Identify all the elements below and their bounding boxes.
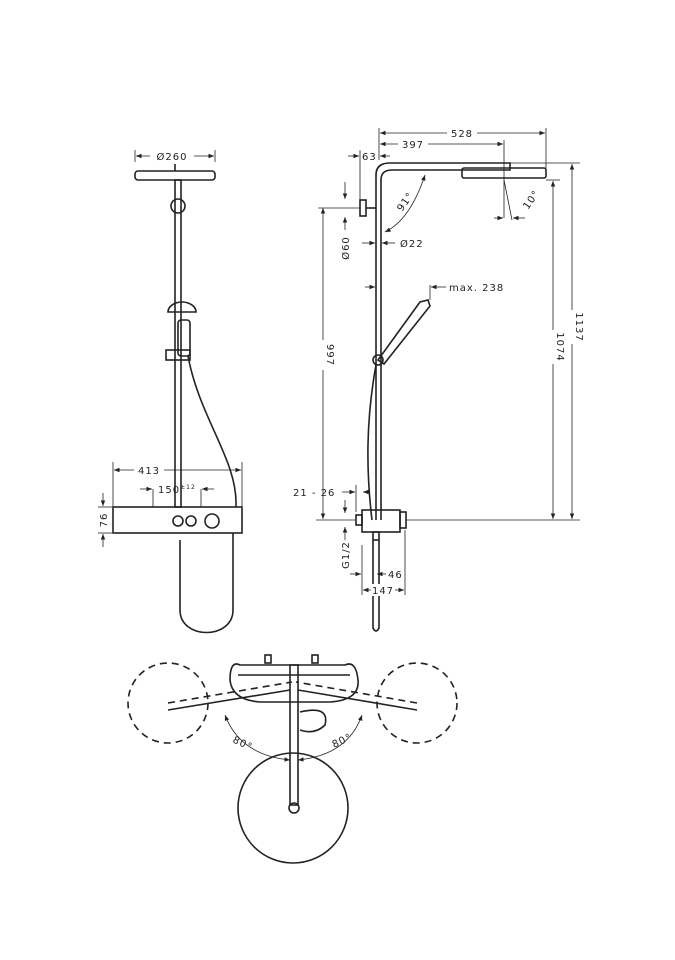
thermostat-depth-label: 147	[372, 586, 394, 597]
function-knob	[185, 515, 197, 527]
svg-text:150±12: 150±12	[158, 484, 196, 496]
column-height-label: 997	[324, 344, 335, 366]
wall-bracket	[359, 199, 367, 217]
pipe-diameter-label: Ø22	[400, 238, 424, 250]
wall-distance-label: 21 - 26	[293, 488, 335, 499]
front-view: Ø260 413 150±12 76	[98, 150, 243, 634]
connection-tolerance-label: ±12	[180, 484, 196, 491]
total-height-label: 1137	[573, 312, 584, 341]
function-knob	[172, 515, 184, 527]
thermostat-bar	[112, 506, 243, 534]
wall-offset-label: 63	[362, 152, 377, 163]
thermostat-height-label: 76	[99, 513, 110, 528]
head-diameter-label: Ø260	[157, 151, 188, 163]
arm-to-head-label: 397	[402, 140, 424, 151]
column-and-arm	[375, 162, 511, 520]
hand-shower-side	[376, 299, 431, 366]
head-tilt-label: 10°	[521, 188, 542, 211]
shower-hose	[187, 355, 237, 508]
swivel-left-label: 80°	[231, 735, 254, 754]
thermostat-width-label: 413	[138, 466, 160, 477]
swivel-right-label: 80°	[331, 732, 354, 751]
arm-reach-label: 528	[451, 129, 473, 140]
head-height-label: 1074	[554, 332, 565, 361]
hand-shower	[167, 301, 197, 313]
overhead-shower-head	[134, 170, 216, 181]
hand-shower-holder	[165, 349, 191, 361]
bracket-diameter-label: Ø60	[340, 236, 352, 260]
temperature-knob	[204, 513, 220, 529]
hand-shower-max-label: max. 238	[449, 283, 504, 294]
overhead-shower-plan	[237, 752, 349, 864]
pipe-offset-label: 46	[388, 570, 403, 581]
top-view: 80° 80°	[127, 654, 458, 864]
thermostat-plan	[229, 663, 359, 703]
side-view: 528 397 63 91° 10° Ø60 Ø22 max. 238 997	[293, 127, 584, 632]
thread-label: G1/2	[341, 541, 352, 569]
connection-spacing-label: 150	[158, 485, 180, 496]
